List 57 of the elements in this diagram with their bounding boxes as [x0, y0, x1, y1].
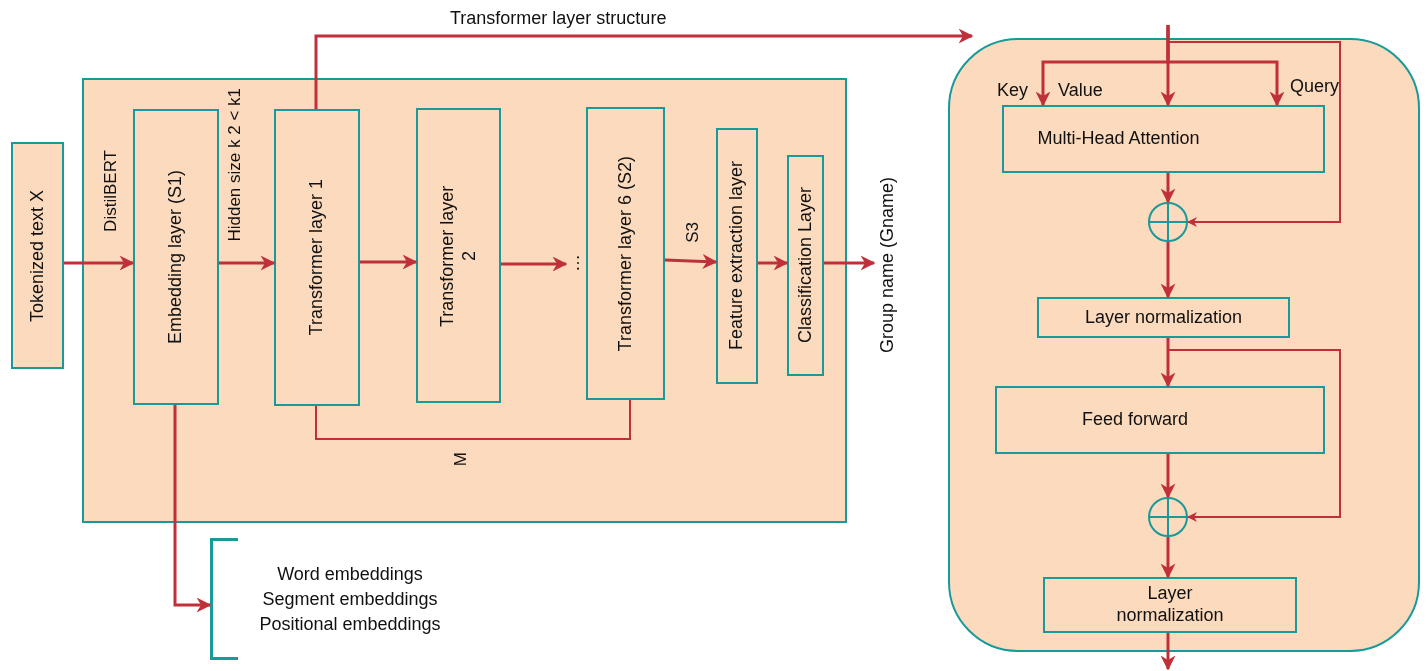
arrow	[501, 256, 568, 272]
arrow	[173, 405, 212, 613]
arrow	[664, 254, 718, 269]
arrow	[1160, 338, 1176, 388]
arrow	[219, 255, 276, 271]
layer-box	[274, 109, 360, 406]
node-label: Transformer layer 1	[306, 179, 328, 336]
arrow	[314, 28, 974, 109]
layer-box	[787, 155, 824, 376]
norm-box	[1043, 577, 1297, 633]
layer-box	[416, 108, 501, 403]
model-container	[82, 78, 847, 523]
node-label: Layer normalization	[1084, 306, 1243, 329]
arrow	[824, 255, 876, 271]
input-box	[11, 142, 64, 369]
node-label: Positional embeddings	[259, 612, 441, 636]
input-label: Key	[997, 81, 1029, 101]
sum-circle	[1148, 202, 1188, 242]
norm-box	[1037, 297, 1290, 338]
layer-box	[716, 128, 758, 384]
ellipsis-label: …	[563, 254, 585, 272]
node-label: Transformer layer 2	[436, 183, 480, 329]
arrow	[64, 255, 135, 271]
arrow	[1160, 173, 1176, 204]
arrow	[1160, 242, 1176, 299]
node-label: Embedding layer (S1)	[165, 169, 187, 345]
sum-circle	[1148, 497, 1188, 537]
container-heading: DistilBERT	[101, 150, 121, 232]
connector-line	[315, 399, 631, 440]
arrow	[1160, 633, 1176, 671]
node-label: Layer normalization	[1115, 583, 1225, 627]
node-label: Feed forward	[1081, 409, 1189, 431]
arrow	[360, 254, 418, 270]
transformer-block	[948, 38, 1420, 652]
arrow	[1160, 454, 1176, 499]
input-label: Query	[1290, 77, 1340, 97]
node-label: Classification Layer	[794, 187, 816, 344]
arrow	[758, 255, 789, 271]
arrow	[1167, 41, 1341, 227]
input-label: Value	[1058, 81, 1103, 101]
node-label: Feature extraction layer	[726, 161, 748, 351]
edge-label: M	[452, 452, 471, 467]
edge-label: Hidden size k 2 < k1	[226, 88, 245, 242]
edge-label: S3	[684, 222, 703, 243]
node-label: Word embeddings	[277, 562, 423, 586]
layer-box	[586, 107, 665, 400]
layer-box	[133, 109, 219, 405]
node-label: Segment embeddings	[262, 587, 438, 611]
node-label: Multi-Head Attention	[1037, 128, 1200, 150]
node-label: Tokenized text X	[26, 188, 48, 324]
attention-box	[1002, 105, 1325, 173]
arrow	[1160, 537, 1176, 579]
output-label: Group name (Gname)	[877, 176, 899, 354]
edge-label: Transformer layer structure	[450, 9, 667, 29]
arrow	[1166, 25, 1285, 107]
node-label: Transformer layer 6 (S2)	[614, 155, 636, 352]
feed-forward-box	[995, 386, 1325, 454]
